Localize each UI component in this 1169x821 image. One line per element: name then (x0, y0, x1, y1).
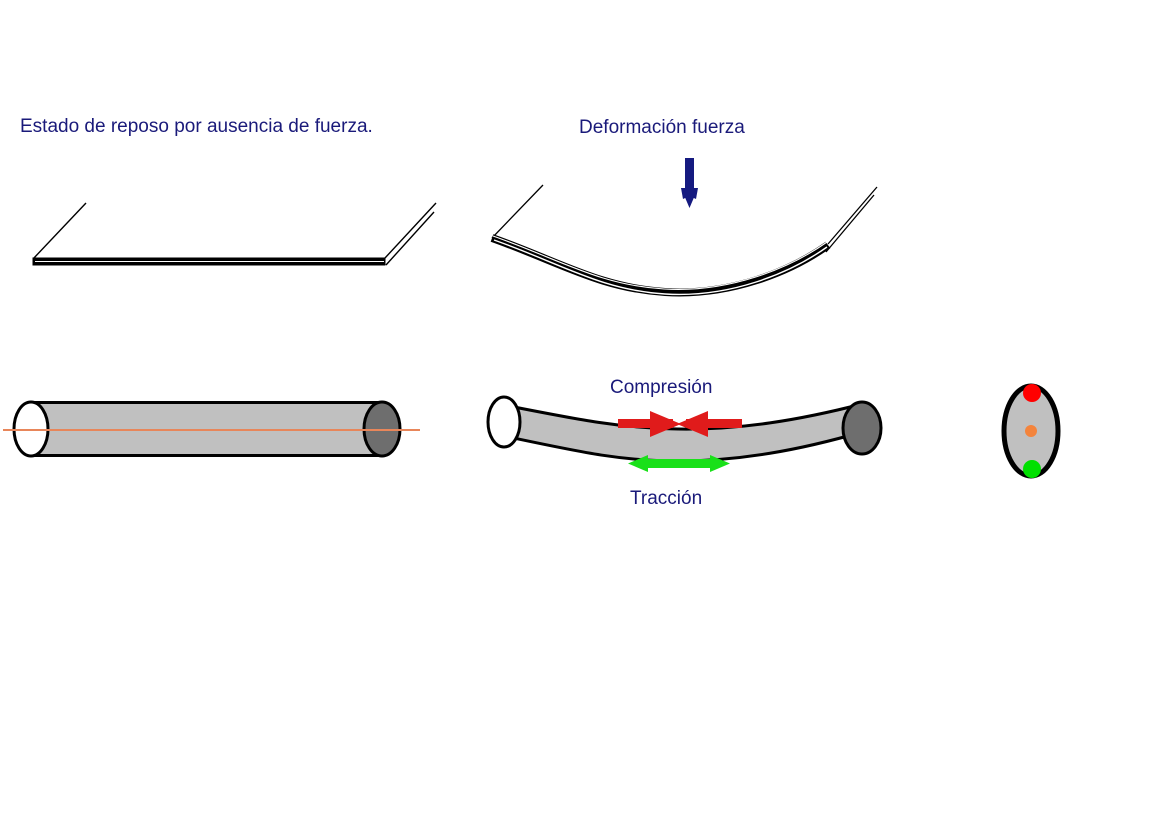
deformed-plate-seam (493, 239, 828, 296)
force-arrow-shaft (685, 158, 694, 194)
deformed-plate-left-edge (491, 184, 544, 239)
force-arrow-barb-left (681, 188, 690, 199)
cross-section-figure (1001, 383, 1061, 479)
bent-cylinder-figure (486, 395, 883, 472)
traction-arrow-head-right (710, 455, 730, 472)
neutral-axis-point-dot (1025, 425, 1037, 437)
rest-cylinder-figure (3, 400, 420, 458)
bent-cylinder-top-outline (503, 402, 863, 431)
compression-arrows-icon (618, 411, 742, 437)
rest-plate-right-edge-top (384, 202, 437, 259)
deformed-plate-right-edge-bottom (825, 194, 875, 253)
deformed-plate-right-edge-top (827, 186, 878, 245)
force-arrow-icon (681, 158, 698, 208)
deformed-plate-figure (490, 158, 878, 297)
rest-plate-right-edge-bottom (385, 211, 435, 266)
rest-plate-figure (32, 202, 437, 266)
label-deformation-force: Deformación fuerza (579, 117, 745, 138)
rest-plate-top-face (33, 203, 435, 259)
traction-arrow-shaft (640, 459, 718, 468)
rest-plate-left-edge (32, 202, 87, 260)
label-traction: Tracción (630, 488, 703, 509)
traction-point-dot (1023, 460, 1041, 478)
deformed-plate-band (490, 234, 831, 297)
label-rest-state: Estado de reposo por ausencia de fuerza. (20, 116, 373, 137)
label-compression: Compresión (610, 377, 713, 398)
traction-arrow-icon (628, 455, 730, 472)
force-arrow-barb-right (689, 188, 698, 199)
traction-arrow-head-left (628, 455, 648, 472)
compression-arrow-right-shaft (686, 419, 742, 428)
compression-arrow-right-head (677, 411, 708, 437)
compression-arrow-left-head (650, 411, 681, 437)
compression-point-dot (1023, 384, 1041, 402)
compression-arrow-left-shaft (618, 419, 673, 428)
deformed-plate-back-seam (492, 235, 828, 290)
bent-cylinder-body (504, 404, 862, 462)
bent-cylinder-near-cap (486, 395, 522, 449)
bent-cylinder-far-cap (841, 400, 883, 456)
